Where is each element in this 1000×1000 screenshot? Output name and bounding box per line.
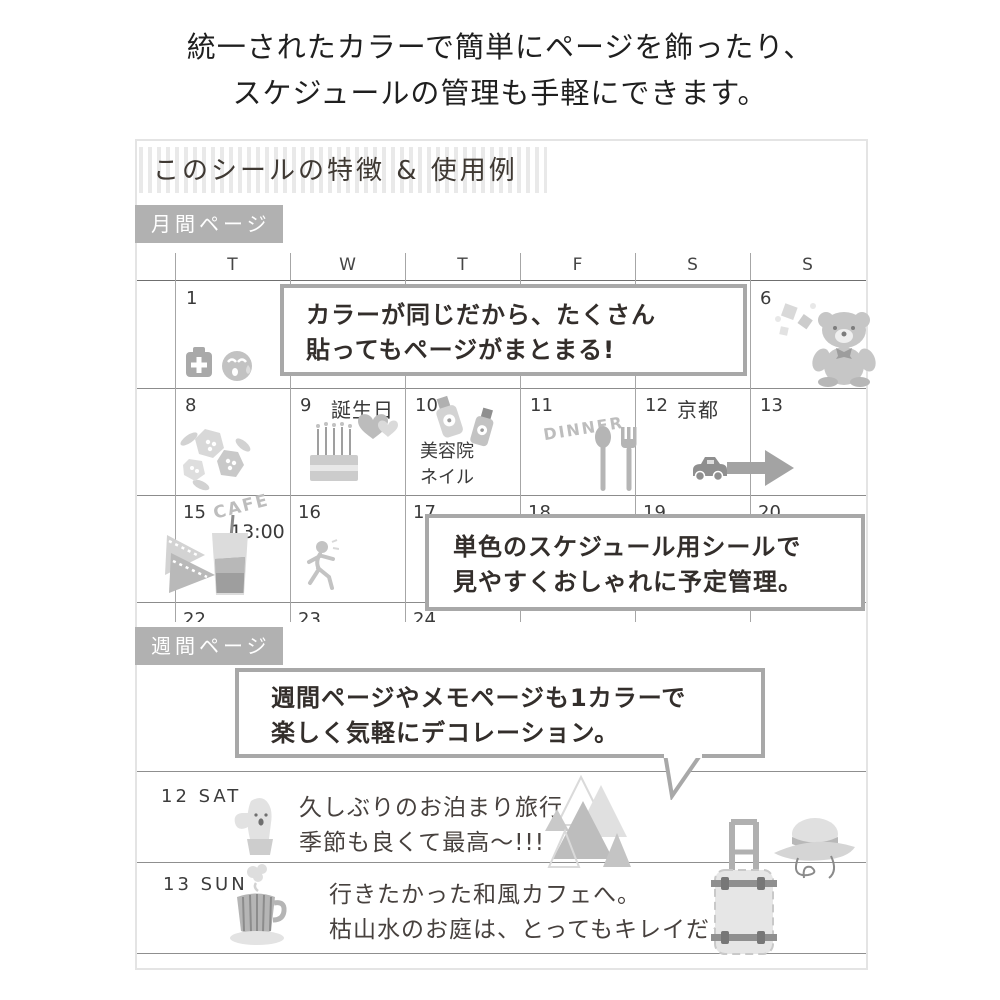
grid-line xyxy=(137,495,866,496)
sat-note: 久しぶりのお泊まり旅行 季節も良くて最高〜!!! xyxy=(299,791,563,861)
callout-line: 楽しく気軽にデコレーション。 xyxy=(271,719,620,747)
day-number: 8 xyxy=(185,395,197,416)
grid-line xyxy=(750,253,751,622)
weekly-row-divider xyxy=(137,953,866,954)
weekday-header-wed: W xyxy=(339,255,356,275)
day-number: 15 xyxy=(183,502,206,523)
weekly-date-sat: 12 SAT xyxy=(161,786,242,807)
birthday-cake-icon xyxy=(310,422,358,481)
feature-panel: このシールの特徴 & 使用例 月間ページ T W T F S S 1 6 8 9… xyxy=(135,139,876,970)
day-number: 12 xyxy=(645,395,668,416)
nail-polish-icon xyxy=(436,395,494,447)
panel-title: このシールの特徴 & 使用例 xyxy=(153,156,518,186)
weekday-header-thu: T xyxy=(457,255,468,275)
callout-line: 週間ページやメモページも1カラーで xyxy=(271,684,687,712)
striped-title-banner: このシールの特徴 & 使用例 xyxy=(139,147,547,193)
running-person-icon xyxy=(307,539,339,590)
callout-tail-icon xyxy=(662,754,704,800)
salon-label-line2: ネイル xyxy=(420,467,474,488)
sparkles-icon xyxy=(775,303,816,336)
callout-line: 貼ってもページがまとまる! xyxy=(306,336,616,364)
sun-note: 行きたかった和風カフェへ。 枯山水のお庭は、とってもキレイだった。 xyxy=(329,878,782,948)
heading-line-2: スケジュールの管理も手軽にできます。 xyxy=(232,76,768,110)
straw-hat-icon xyxy=(774,818,855,879)
hearts-icon xyxy=(358,414,398,439)
day-number: 1 xyxy=(186,288,198,309)
day-number: 6 xyxy=(760,288,772,309)
teddy-bear-icon xyxy=(812,312,876,387)
day-number: 13 xyxy=(760,395,783,416)
callout-line: 見やすくおしゃれに予定管理。 xyxy=(453,568,803,596)
iced-drink-icon xyxy=(212,515,248,595)
grid-line xyxy=(290,253,291,622)
cutlery-icon xyxy=(595,426,637,491)
grid-line xyxy=(137,388,866,389)
rolling-luggage-icon xyxy=(711,819,777,955)
grid-line xyxy=(175,253,176,622)
day-number: 10 xyxy=(415,395,438,416)
weekday-header-tue: T xyxy=(227,255,238,275)
callout-line: カラーが同じだから、たくさん xyxy=(306,301,656,329)
sat-note-line2: 季節も良くて最高〜!!! xyxy=(299,830,545,856)
cactus-icon xyxy=(234,797,273,855)
monthly-callout-top: カラーが同じだから、たくさん 貼ってもページがまとまる! xyxy=(280,284,747,376)
weekly-page-badge: 週間ページ xyxy=(135,627,283,665)
weekly-row-divider xyxy=(137,771,866,772)
callout-line: 単色のスケジュール用シールで xyxy=(453,533,802,561)
sun-note-line2: 枯山水のお庭は、とってもキレイだった。 xyxy=(329,917,783,943)
day-number: 11 xyxy=(530,395,553,416)
kyoto-label: 京都 xyxy=(677,398,719,422)
heading-line-1: 統一されたカラーで簡単にページを飾ったり、 xyxy=(186,30,814,64)
car-icon xyxy=(693,457,727,482)
page-heading: 統一されたカラーで簡単にページを飾ったり、 スケジュールの管理も手軽にできます。 xyxy=(0,24,1000,116)
pennant-garland-icon xyxy=(165,535,215,593)
monthly-page-badge: 月間ページ xyxy=(135,205,283,243)
flowers-icon xyxy=(180,429,251,491)
teacup-icon xyxy=(230,864,287,945)
weekday-header-sun: S xyxy=(802,255,813,275)
weekly-callout: 週間ページやメモページも1カラーで 楽しく気軽にデコレーション。 xyxy=(235,668,765,758)
day-number: 16 xyxy=(298,502,321,523)
arrow-icon xyxy=(727,450,794,486)
crying-face-icon xyxy=(222,351,252,381)
grid-line xyxy=(520,253,521,622)
sat-note-line1: 久しぶりのお泊まり旅行 xyxy=(299,795,563,821)
weekly-row-divider xyxy=(137,862,866,863)
grid-line xyxy=(137,280,866,281)
monthly-callout-bottom: 単色のスケジュール用シールで 見やすくおしゃれに予定管理。 xyxy=(425,514,865,611)
weekday-header-fri: F xyxy=(572,255,583,275)
first-aid-case-icon xyxy=(186,347,212,377)
weekly-date-sun: 13 SUN xyxy=(163,874,248,895)
mountains-icon xyxy=(545,775,631,868)
weekday-header-sat: S xyxy=(687,255,698,275)
day-number: 9 xyxy=(300,395,312,416)
sun-note-line1: 行きたかった和風カフェへ。 xyxy=(329,882,641,908)
salon-label-line1: 美容院 xyxy=(420,441,474,462)
grid-line xyxy=(405,253,406,622)
